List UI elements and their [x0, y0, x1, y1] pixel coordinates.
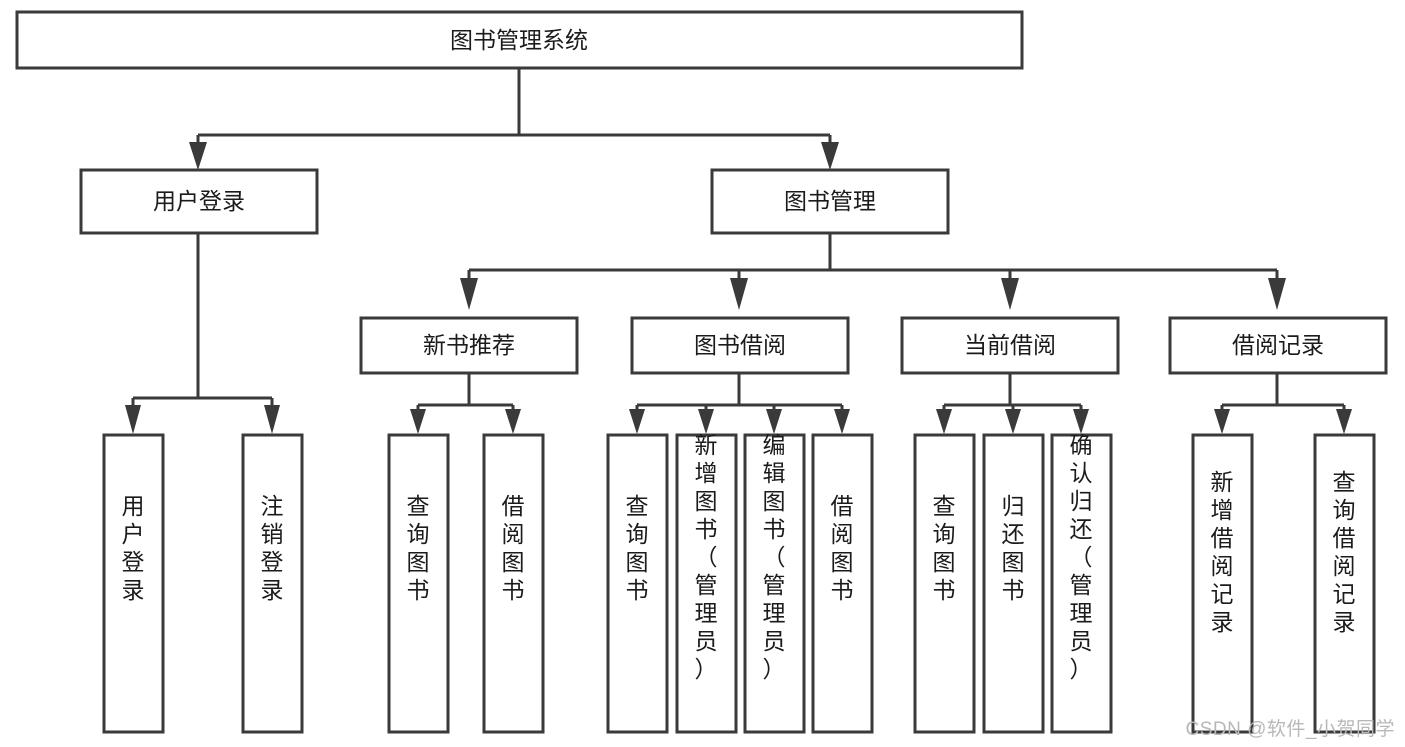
- arrow-head-leaf-user-login: [125, 405, 141, 434]
- arrow-head-current-borrow: [1001, 278, 1019, 310]
- arrow-head-leaf-logout: [264, 405, 280, 434]
- node-user-login-label: 用户登录: [153, 188, 245, 214]
- arrow-head-bb-leaf-2: [698, 409, 714, 434]
- leaf-nbr-borrow-book-box[interactable]: [482, 433, 545, 734]
- node-user-login[interactable]: 用户登录: [79, 168, 319, 235]
- node-borrow-record-box[interactable]: [1168, 316, 1388, 375]
- csdn-watermark: CSDN @软件_小贺同学: [1185, 719, 1395, 740]
- leaf-user-login-box[interactable]: [102, 433, 165, 734]
- leaf-bb-edit-book-label: 编辑图书（管理员）: [763, 432, 786, 682]
- arrow-head-nbr-leaf-1: [410, 409, 426, 434]
- arrow-head-br-leaf-1: [1214, 409, 1230, 434]
- arrow-head-cb-leaf-1: [936, 409, 952, 434]
- arrow-head-cb-leaf-2: [1005, 409, 1021, 434]
- leaf-user-login[interactable]: 用户登录: [102, 433, 165, 734]
- leaf-bb-query-book[interactable]: 查询图书: [606, 433, 669, 734]
- leaf-cb-return-book[interactable]: 归还图书: [982, 433, 1045, 734]
- node-root-system[interactable]: 图书管理系统: [15, 10, 1024, 70]
- leaf-nbr-borrow-book[interactable]: 借阅图书: [482, 433, 545, 734]
- leaf-bb-borrow-book[interactable]: 借阅图书: [811, 433, 874, 734]
- leaf-br-query-record[interactable]: 查询借阅记录: [1313, 433, 1376, 734]
- leaf-cb-return-book-box[interactable]: [982, 433, 1045, 734]
- leaf-bb-edit-book[interactable]: 编辑图书（管理员）: [743, 432, 806, 734]
- node-root-label: 图书管理系统: [450, 27, 588, 53]
- node-current-borrow-box[interactable]: [900, 316, 1120, 375]
- leaf-bb-query-book-label: 查询图书: [626, 493, 649, 603]
- node-current-borrow[interactable]: 当前借阅: [900, 316, 1120, 375]
- node-book-management[interactable]: 图书管理: [710, 168, 950, 235]
- leaf-bb-add-book[interactable]: 新增图书（管理员）: [675, 432, 738, 734]
- leaf-bb-add-book-box[interactable]: [675, 433, 738, 734]
- leaf-cb-confirm-return-label: 确认归还（管理员）: [1070, 432, 1093, 682]
- node-root-box[interactable]: [15, 10, 1024, 70]
- arrow-head-bb-leaf-4: [834, 409, 850, 434]
- arrow-head-user-login: [189, 142, 207, 170]
- connector-layer: [125, 68, 1352, 434]
- node-book-borrow-box[interactable]: [630, 316, 850, 375]
- arrow-head-cb-leaf-3: [1073, 409, 1089, 434]
- arrow-head-book-manage: [821, 142, 839, 170]
- arrow-head-new-book-recommend: [460, 278, 478, 310]
- leaf-logout-box[interactable]: [241, 433, 304, 734]
- leaf-cb-query-book[interactable]: 查询图书: [913, 433, 976, 734]
- node-new-book-recommend-box[interactable]: [359, 316, 579, 375]
- leaf-bb-borrow-book-box[interactable]: [811, 433, 874, 734]
- node-new-book-recommend-label: 新书推荐: [423, 332, 515, 358]
- leaf-nbr-query-book[interactable]: 查询图书: [387, 433, 450, 734]
- node-borrow-record[interactable]: 借阅记录: [1168, 316, 1388, 375]
- node-user-login-box[interactable]: [79, 168, 319, 235]
- leaf-br-add-record-label: 新增借阅记录: [1211, 469, 1234, 635]
- node-book-management-box[interactable]: [710, 168, 950, 235]
- arrow-head-bb-leaf-3: [766, 409, 782, 434]
- node-new-book-recommend[interactable]: 新书推荐: [359, 316, 579, 375]
- leaf-logout-label: 注销登录: [261, 493, 284, 603]
- leaf-br-add-record[interactable]: 新增借阅记录: [1191, 433, 1254, 734]
- leaf-bb-edit-book-box[interactable]: [743, 433, 806, 734]
- leaf-br-query-record-label: 查询借阅记录: [1333, 469, 1356, 635]
- node-current-borrow-label: 当前借阅: [964, 332, 1056, 358]
- leaf-nbr-query-book-label: 查询图书: [407, 493, 430, 603]
- arrow-head-br-leaf-2: [1336, 409, 1352, 434]
- node-borrow-record-label: 借阅记录: [1232, 332, 1324, 358]
- leaf-bb-query-book-box[interactable]: [606, 433, 669, 734]
- leaf-cb-query-book-label: 查询图书: [933, 493, 956, 603]
- node-book-management-label: 图书管理: [784, 188, 876, 214]
- arrow-head-book-borrow: [730, 278, 748, 310]
- leaf-cb-return-book-label: 归还图书: [1002, 493, 1025, 603]
- node-book-borrow-label: 图书借阅: [694, 332, 786, 358]
- arrow-head-bb-leaf-1: [629, 409, 645, 434]
- leaf-nbr-query-book-box[interactable]: [387, 433, 450, 734]
- leaf-bb-add-book-label: 新增图书（管理员）: [695, 432, 718, 682]
- leaf-cb-confirm-return-box[interactable]: [1050, 433, 1113, 734]
- arrow-head-nbr-leaf-2: [505, 409, 521, 434]
- arrow-head-borrow-record: [1268, 278, 1286, 310]
- leaf-logout[interactable]: 注销登录: [241, 433, 304, 734]
- leaf-user-login-label: 用户登录: [122, 493, 145, 603]
- leaf-cb-confirm-return[interactable]: 确认归还（管理员）: [1050, 432, 1113, 734]
- node-book-borrow[interactable]: 图书借阅: [630, 316, 850, 375]
- leaf-bb-borrow-book-label: 借阅图书: [831, 493, 854, 603]
- leaf-cb-query-book-box[interactable]: [913, 433, 976, 734]
- leaf-br-query-record-box[interactable]: [1313, 433, 1376, 734]
- leaf-br-add-record-box[interactable]: [1191, 433, 1254, 734]
- leaf-nbr-borrow-book-label: 借阅图书: [502, 493, 525, 603]
